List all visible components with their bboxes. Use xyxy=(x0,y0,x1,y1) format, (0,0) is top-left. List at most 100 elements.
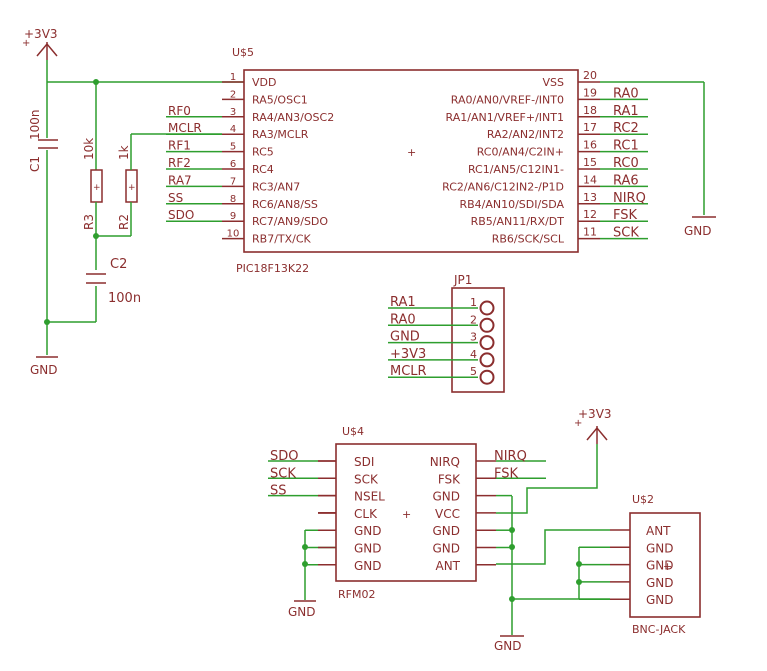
u4-pin-name: FSK xyxy=(438,472,461,486)
connector-u2-bnc: + U$2 BNC-JACK xyxy=(629,493,701,636)
u5-pin-number: 20 xyxy=(583,69,597,82)
u5-pin-number: 6 xyxy=(230,159,236,170)
svg-text:+: + xyxy=(128,183,136,193)
jp1-pin-number: 4 xyxy=(470,348,477,361)
jp1-pin-number: 3 xyxy=(470,331,477,344)
net-label-rc1: RC1 xyxy=(613,139,639,154)
r2-ref: R2 xyxy=(117,214,131,230)
c1-ref: C1 xyxy=(28,156,42,172)
vcc-symbol-top-left: +3V3 + xyxy=(22,27,58,60)
net-label-rf0: RF0 xyxy=(168,104,191,118)
u5-pin-name: RA1/AN1/VREF+/INT1 xyxy=(446,111,564,124)
u4-pin-name: GND xyxy=(354,559,382,573)
c1-value: 100n xyxy=(28,109,42,140)
gnd-symbol-bottom: GND xyxy=(494,635,524,653)
net-label-rf2: RF2 xyxy=(168,156,191,170)
u5-pin-number: 4 xyxy=(230,124,236,135)
u5-part: PIC18F13K22 xyxy=(236,262,309,275)
u5-pin-name: RC7/AN9/SDO xyxy=(252,215,328,228)
u5-ref: U$5 xyxy=(232,46,254,59)
svg-text:+: + xyxy=(407,146,416,159)
u5-pin-name: VSS xyxy=(543,76,565,89)
net-label-nirq: NIRQ xyxy=(613,191,646,206)
net-label-sck: SCK xyxy=(613,226,639,241)
jp1-net-label: RA1 xyxy=(390,295,416,310)
u5-pin-number: 16 xyxy=(583,139,597,152)
jp1-net-label: GND xyxy=(390,330,420,345)
gnd-label-u4-left: GND xyxy=(288,605,316,619)
jp1-pin-pad xyxy=(479,369,495,385)
u5-pin-name: RB7/TX/CK xyxy=(252,233,312,246)
jp1-net-label: RA0 xyxy=(390,312,416,327)
resistor-r2: + R2 1k xyxy=(117,145,138,230)
u4-pin-name: GND xyxy=(432,490,460,504)
net-label-mclr: MCLR xyxy=(168,121,202,135)
u5-pin-number: 8 xyxy=(230,194,236,205)
vcc-label-u4: +3V3 xyxy=(578,407,612,421)
u5-pin-number: 3 xyxy=(230,107,236,118)
capacitor-c1: C1 100n xyxy=(28,82,58,322)
u5-pin-name: RA2/AN2/INT2 xyxy=(487,128,564,141)
r3-value: 10k xyxy=(82,138,96,160)
vcc-label: +3V3 xyxy=(24,27,58,41)
u5-pin-number: 13 xyxy=(583,191,597,204)
u5-pin-name: RB6/SCK/SCL xyxy=(492,233,565,246)
u2-pin-name: GND xyxy=(646,593,674,607)
u2-pin-name: GND xyxy=(646,576,674,590)
net-label-ra0: RA0 xyxy=(613,86,639,101)
u2-ref: U$2 xyxy=(632,493,654,506)
gnd-symbol-right: GND xyxy=(684,216,716,238)
u5-pin-name: RC1/AN5/C12IN1- xyxy=(468,163,564,176)
svg-text:+: + xyxy=(574,418,582,429)
u4-pin-name: VCC xyxy=(435,507,460,521)
svg-text:+: + xyxy=(93,183,101,193)
net-label-ra6: RA6 xyxy=(613,173,639,188)
u5-pin-number: 9 xyxy=(230,211,236,222)
u5-pin-number: 11 xyxy=(583,226,597,239)
capacitor-c2: C2 100n xyxy=(86,257,141,306)
u5-pin-name: RC0/AN4/C2IN+ xyxy=(477,146,564,159)
u4-net-label: SCK xyxy=(270,466,296,481)
net-label-ra1: RA1 xyxy=(613,104,639,119)
u5-pin-number: 14 xyxy=(583,173,597,186)
u5-pin-name: RA5/OSC1 xyxy=(252,93,308,106)
net-label-ra7: RA7 xyxy=(168,173,192,187)
u4-part: RFM02 xyxy=(338,588,375,601)
connector-jp1: JP1 xyxy=(451,273,505,393)
jp1-pin-number: 5 xyxy=(470,365,477,378)
u4-pin-name: SDI xyxy=(354,455,374,469)
u4-net-label: SDO xyxy=(270,449,299,464)
resistor-r3: + R3 10k xyxy=(82,138,103,230)
u4-pin-name: GND xyxy=(354,524,382,538)
u5-pin-number: 19 xyxy=(583,86,597,99)
u4-ref: U$4 xyxy=(342,425,364,438)
net-label-rc0: RC0 xyxy=(613,156,639,171)
gnd-label-left: GND xyxy=(30,363,58,377)
u5-pin-name: RC3/AN7 xyxy=(252,180,300,193)
gnd-label-right: GND xyxy=(684,224,712,238)
u5-pin-name: RC4 xyxy=(252,163,274,176)
ic-u4: + U$4 RFM02 xyxy=(335,425,477,601)
u4-pin-name: GND xyxy=(432,542,460,556)
u5-pin-name: RA4/AN3/OSC2 xyxy=(252,111,334,124)
ic-u5: + U$5 PIC18F13K22 xyxy=(232,46,579,275)
jp1-pin-pad xyxy=(479,352,495,368)
u5-pin-number: 15 xyxy=(583,156,597,169)
u5-pin-name: RA3/MCLR xyxy=(252,128,309,141)
u4-net-label: NIRQ xyxy=(494,449,527,464)
u5-pin-name: RB5/AN11/RX/DT xyxy=(471,215,565,228)
net-label-rc2: RC2 xyxy=(613,121,639,136)
svg-text:+: + xyxy=(22,38,30,49)
u2-part: BNC-JACK xyxy=(632,623,686,636)
u5-pin-number: 18 xyxy=(583,104,597,117)
svg-text:+: + xyxy=(402,508,411,521)
net-label-rf1: RF1 xyxy=(168,139,191,153)
u5-pin-name: RC2/AN6/C12IN2-/P1D xyxy=(442,180,564,193)
jp1-pin-number: 1 xyxy=(470,296,477,309)
u5-pin-number: 1 xyxy=(230,72,236,83)
c2-value: 100n xyxy=(108,291,141,306)
jp1-pin-number: 2 xyxy=(470,313,477,326)
jp1-pin-pad xyxy=(479,300,495,316)
u4-net-label: FSK xyxy=(494,466,519,481)
